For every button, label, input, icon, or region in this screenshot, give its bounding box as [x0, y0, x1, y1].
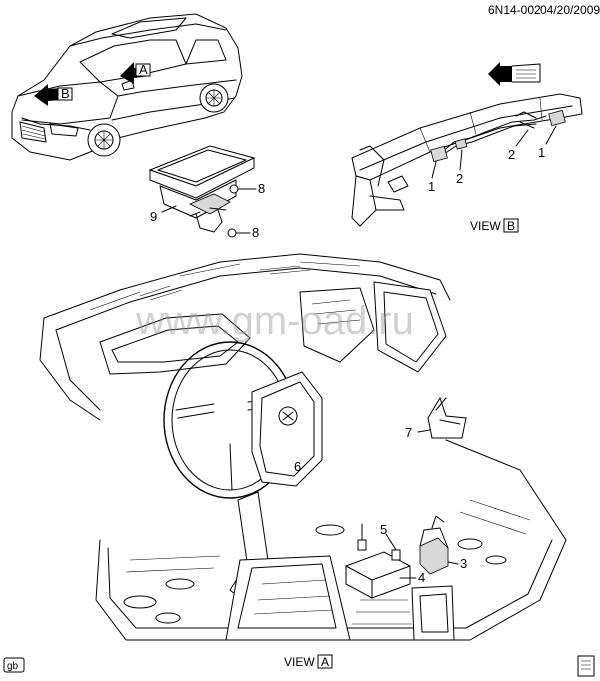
callout-3: 3 — [460, 556, 467, 571]
fastener-5-right — [385, 533, 401, 561]
callout-7: 7 — [405, 425, 412, 440]
view-b-arrow: B — [34, 84, 73, 106]
callout-5: 5 — [380, 522, 387, 537]
passenger-airbag-module — [148, 145, 256, 233]
view-a-arrow: A — [120, 62, 151, 84]
view-b-arrow-label: B — [61, 86, 70, 101]
fastener-5-left — [357, 523, 367, 551]
callout-2-left: 2 — [456, 171, 463, 186]
fastener-8-upper — [229, 184, 257, 194]
watermark: www.gm-oad.ru — [135, 299, 414, 343]
driver-airbag-module — [251, 371, 323, 487]
view-b-caption-text: VIEW — [470, 219, 501, 233]
diagram-date: 04/20/2009 — [540, 3, 600, 17]
sensing-diagnostic-module — [345, 515, 449, 599]
vehicle-illustration — [11, 13, 243, 161]
leader-3 — [447, 561, 459, 565]
fastener-8-lower — [227, 228, 251, 238]
callout-8-upper: 8 — [258, 181, 265, 196]
instrument-panel — [39, 253, 451, 421]
document-icon — [577, 655, 595, 677]
callout-2-right: 2 — [508, 147, 515, 162]
callout-8-lower: 8 — [252, 225, 259, 240]
knee-panel-part-7 — [417, 396, 467, 439]
callout-1-right: 1 — [538, 145, 545, 160]
view-a-caption: VIEW A — [284, 654, 333, 669]
diagram-code: 6N14-002 — [488, 3, 541, 17]
view-a-arrow-label: A — [139, 62, 148, 77]
callout-4: 4 — [418, 570, 425, 585]
floor-pan — [95, 439, 567, 641]
callout-9: 9 — [150, 209, 157, 224]
view-b-caption-letter: B — [507, 219, 515, 233]
view-a-caption-letter: A — [321, 655, 329, 669]
callout-6: 6 — [294, 459, 301, 474]
view-a-caption-text: VIEW — [284, 655, 315, 669]
corner-tag-left: gb — [3, 657, 25, 673]
view-b-detail — [351, 62, 583, 227]
callout-1-left: 1 — [428, 179, 435, 194]
view-b-caption: VIEW B — [470, 218, 519, 233]
leader-9 — [161, 205, 177, 213]
corner-tag-text: gb — [7, 661, 19, 672]
